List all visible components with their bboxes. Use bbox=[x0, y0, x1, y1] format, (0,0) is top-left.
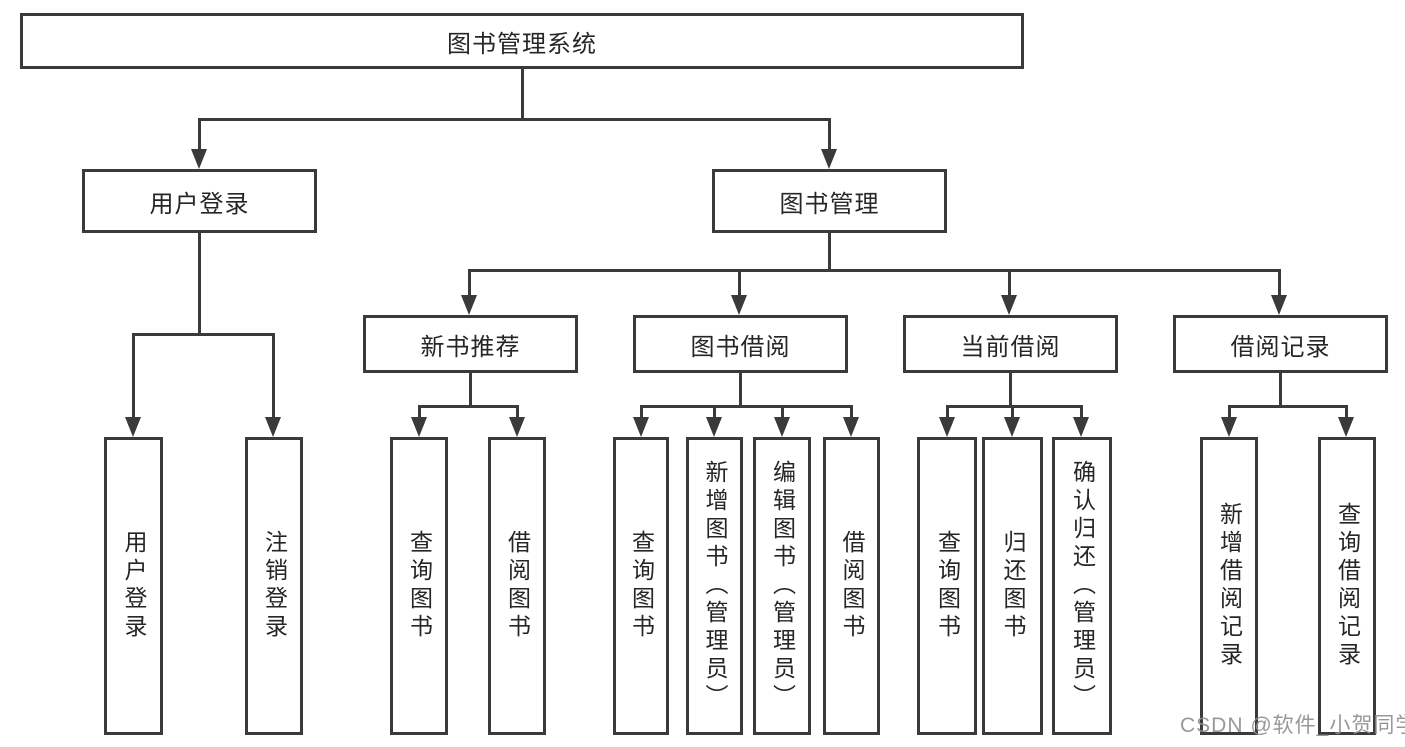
arrowhead-book-borrow bbox=[731, 295, 747, 315]
connector-stem-borrow-records bbox=[1278, 269, 1281, 296]
arrowhead-group1-leaf1 bbox=[411, 417, 427, 437]
leaf-return-books-label: 归还图书 bbox=[1000, 530, 1026, 642]
leaf-add-books-admin: 新增图书（管理员） bbox=[686, 437, 743, 735]
connector-group2-stem-2 bbox=[713, 405, 716, 418]
node-current-borrowing: 当前借阅 bbox=[903, 315, 1118, 373]
arrowhead-group2-leaf2 bbox=[706, 417, 722, 437]
connector-book-mgmt-stem bbox=[828, 233, 831, 271]
arrowhead-current-borrow bbox=[1001, 295, 1017, 315]
arrowhead-group4-leaf1 bbox=[1221, 417, 1237, 437]
node-borrowing-records-label: 借阅记录 bbox=[1230, 333, 1331, 361]
connector-group4-stem-2 bbox=[1345, 405, 1348, 418]
connector-group1-stem bbox=[469, 373, 472, 407]
connector-group2-stem-1 bbox=[640, 405, 643, 418]
node-borrowing-records: 借阅记录 bbox=[1173, 315, 1388, 373]
connector-stem-login-leaf bbox=[132, 333, 135, 417]
leaf-query-books-2-label: 查询图书 bbox=[628, 530, 655, 642]
node-new-book-recommend: 新书推荐 bbox=[363, 315, 578, 373]
arrowhead-group2-leaf4 bbox=[843, 417, 859, 437]
leaf-user-login: 用户登录 bbox=[104, 437, 163, 735]
leaf-query-books-1-label: 查询图书 bbox=[406, 530, 433, 642]
connector-group3-stem-1 bbox=[946, 405, 949, 418]
node-user-login: 用户登录 bbox=[82, 169, 317, 233]
leaf-logout: 注销登录 bbox=[245, 437, 303, 735]
arrowhead-user-login bbox=[191, 149, 207, 169]
connector-group1-stem-2 bbox=[516, 405, 519, 418]
leaf-query-books-1: 查询图书 bbox=[390, 437, 448, 735]
connector-group4-stem bbox=[1279, 373, 1282, 407]
arrowhead-new-books bbox=[461, 295, 477, 315]
leaf-add-borrow-record: 新增借阅记录 bbox=[1200, 437, 1258, 735]
csdn-watermark: CSDN @软件_小贺同学 bbox=[1180, 714, 1405, 737]
node-root-label: 图书管理系统 bbox=[447, 30, 597, 58]
connector-stem-current-borrow bbox=[1008, 269, 1011, 296]
connector-stem-book-borrow bbox=[738, 269, 741, 296]
connector-stem-logout-leaf bbox=[272, 333, 275, 417]
leaf-add-borrow-record-label: 新增借阅记录 bbox=[1216, 502, 1243, 670]
leaf-borrow-books-2: 借阅图书 bbox=[823, 437, 880, 735]
leaf-edit-books-admin: 编辑图书（管理员） bbox=[753, 437, 811, 735]
connector-group1-stem-1 bbox=[418, 405, 421, 418]
arrowhead-group3-leaf1 bbox=[939, 417, 955, 437]
connector-group2-stem bbox=[739, 373, 742, 407]
arrowhead-group2-leaf1 bbox=[633, 417, 649, 437]
node-book-management: 图书管理 bbox=[712, 169, 947, 233]
arrowhead-login-leaf bbox=[125, 417, 141, 437]
connector-group1-rail bbox=[418, 405, 519, 408]
node-current-borrowing-label: 当前借阅 bbox=[960, 333, 1061, 361]
node-book-borrowing-label: 图书借阅 bbox=[690, 333, 791, 361]
node-book-management-label: 图书管理 bbox=[779, 190, 880, 218]
leaf-user-login-label: 用户登录 bbox=[121, 530, 147, 642]
leaf-query-books-2: 查询图书 bbox=[613, 437, 669, 735]
node-user-login-label: 用户登录 bbox=[149, 190, 250, 218]
leaf-confirm-return-admin-label: 确认归还（管理员） bbox=[1069, 460, 1096, 712]
arrowhead-group2-leaf3 bbox=[774, 417, 790, 437]
connector-group3-rail bbox=[946, 405, 1083, 408]
connector-group3-stem bbox=[1009, 373, 1012, 407]
arrowhead-book-mgmt bbox=[821, 149, 837, 169]
arrowhead-borrow-records bbox=[1271, 295, 1287, 315]
connector-stem-book-mgmt bbox=[828, 118, 831, 151]
leaf-add-books-admin-label: 新增图书（管理员） bbox=[702, 460, 728, 712]
leaf-query-books-3-label: 查询图书 bbox=[934, 530, 961, 642]
arrowhead-group4-leaf2 bbox=[1338, 417, 1354, 437]
connector-stem-new-books bbox=[468, 269, 471, 296]
connector-group2-rail bbox=[640, 405, 853, 408]
node-new-book-recommend-label: 新书推荐 bbox=[420, 333, 521, 361]
leaf-edit-books-admin-label: 编辑图书（管理员） bbox=[769, 460, 796, 712]
arrowhead-group1-leaf2 bbox=[509, 417, 525, 437]
leaf-borrow-books-2-label: 借阅图书 bbox=[839, 530, 865, 642]
leaf-query-borrow-record: 查询借阅记录 bbox=[1318, 437, 1376, 735]
node-book-borrowing: 图书借阅 bbox=[633, 315, 848, 373]
connector-level3-rail bbox=[468, 269, 1281, 272]
connector-group3-stem-3 bbox=[1080, 405, 1083, 418]
connector-group2-stem-4 bbox=[850, 405, 853, 418]
connector-user-login-stem bbox=[198, 233, 201, 335]
connector-group4-rail bbox=[1228, 405, 1348, 408]
leaf-query-borrow-record-label: 查询借阅记录 bbox=[1334, 502, 1361, 670]
connector-user-login-rail bbox=[132, 333, 275, 336]
connector-stem-user-login bbox=[198, 118, 201, 151]
connector-level2-rail bbox=[198, 118, 831, 121]
connector-group4-stem-1 bbox=[1228, 405, 1231, 418]
arrowhead-logout-leaf bbox=[265, 417, 281, 437]
connector-group3-stem-2 bbox=[1011, 405, 1014, 418]
connector-group2-stem-3 bbox=[781, 405, 784, 418]
leaf-logout-label: 注销登录 bbox=[261, 530, 288, 642]
leaf-confirm-return-admin: 确认归还（管理员） bbox=[1052, 437, 1112, 735]
arrowhead-group3-leaf3 bbox=[1073, 417, 1089, 437]
node-root: 图书管理系统 bbox=[20, 13, 1024, 69]
leaf-query-books-3: 查询图书 bbox=[917, 437, 977, 735]
arrowhead-group3-leaf2 bbox=[1004, 417, 1020, 437]
leaf-return-books: 归还图书 bbox=[982, 437, 1043, 735]
leaf-borrow-books-1-label: 借阅图书 bbox=[504, 530, 531, 642]
connector-root-stem bbox=[521, 68, 524, 119]
leaf-borrow-books-1: 借阅图书 bbox=[488, 437, 546, 735]
